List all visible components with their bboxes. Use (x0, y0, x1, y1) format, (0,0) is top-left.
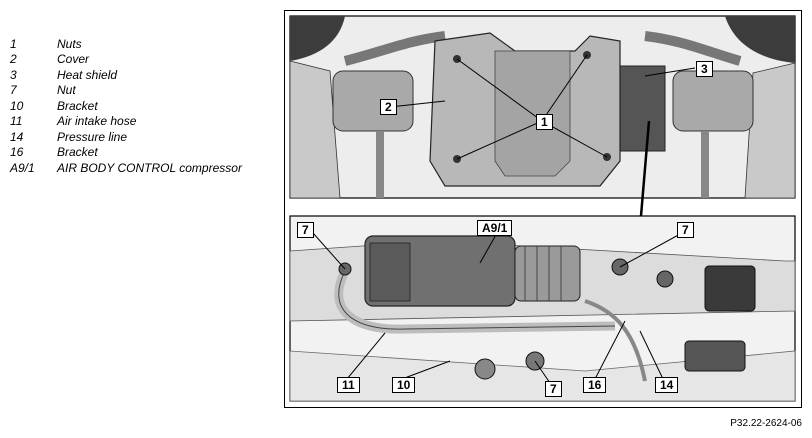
legend-row: 16 Bracket (10, 145, 242, 161)
callout-1: 1 (536, 114, 553, 130)
legend-desc: Pressure line (57, 129, 128, 144)
nut-marker (474, 358, 496, 380)
legend-row: 1 Nuts (10, 36, 242, 52)
connector-block (684, 340, 746, 372)
callout-11: 11 (337, 377, 360, 393)
callout-10: 10 (392, 377, 416, 393)
callout-2: 2 (380, 99, 397, 115)
legend-row: A9/1 AIR BODY CONTROL compressor (10, 160, 242, 176)
legend-key: 1 (10, 36, 17, 51)
side-member-left (289, 60, 341, 199)
exhaust-pipe-right (644, 31, 742, 66)
legend-row: 7 Nut (10, 83, 242, 99)
legend-key: 10 (10, 98, 24, 113)
compressor-head (514, 245, 581, 302)
top-panel (289, 15, 796, 217)
legend-key: 2 (10, 52, 17, 67)
legend-desc: Nuts (57, 36, 82, 51)
legend-desc: Bracket (57, 145, 98, 160)
side-member-right (744, 62, 796, 199)
legend-desc: Air intake hose (57, 114, 137, 129)
legend-desc: Heat shield (57, 67, 118, 82)
figure-frame: 2 1 3 7 A9/1 7 11 10 7 16 14 (284, 10, 802, 408)
legend-key: 16 (10, 145, 24, 160)
wheel-arch-right (725, 16, 795, 63)
compressor-fins (524, 246, 562, 301)
legend-row: 3 Heat shield (10, 67, 242, 83)
legend-key: 7 (10, 83, 17, 98)
detail-connector (639, 120, 651, 217)
callout-7-left: 7 (297, 222, 314, 238)
legend-key: A9/1 (10, 160, 35, 175)
legend-row: 2 Cover (10, 52, 242, 68)
legend-desc: Cover (57, 52, 90, 67)
compressor-endcap (369, 242, 411, 302)
callout-16: 16 (583, 377, 607, 393)
legend-row: 11 Air intake hose (10, 114, 242, 130)
wheel-arch-left (290, 16, 345, 61)
callout-7-bottom: 7 (545, 381, 562, 397)
legend-desc: Bracket (57, 98, 98, 113)
legend-desc: Nut (57, 83, 76, 98)
callout-14: 14 (655, 377, 679, 393)
figure-code: P32.22-2624-06 (730, 418, 802, 429)
callout-7-right: 7 (677, 222, 694, 238)
callout-3: 3 (696, 61, 713, 77)
nut-marker (656, 270, 674, 288)
bottom-leader-lines (312, 232, 683, 384)
muffler-left (332, 70, 414, 132)
callout-a9-1: A9/1 (477, 220, 513, 236)
valve-block (704, 265, 756, 312)
legend-desc: AIR BODY CONTROL compressor (57, 160, 242, 175)
legend-row: 10 Bracket (10, 98, 242, 114)
legend-key: 3 (10, 67, 17, 82)
muffler-right (672, 70, 754, 132)
legend-key: 11 (10, 114, 23, 129)
bottom-panel (289, 215, 796, 402)
legend-key: 14 (10, 129, 24, 144)
exhaust-pipe-left (343, 31, 446, 66)
heat-shield-shape (614, 65, 666, 152)
legend-row: 14 Pressure line (10, 129, 242, 145)
figure-illustration (289, 15, 796, 402)
top-leader-lines (389, 54, 696, 160)
